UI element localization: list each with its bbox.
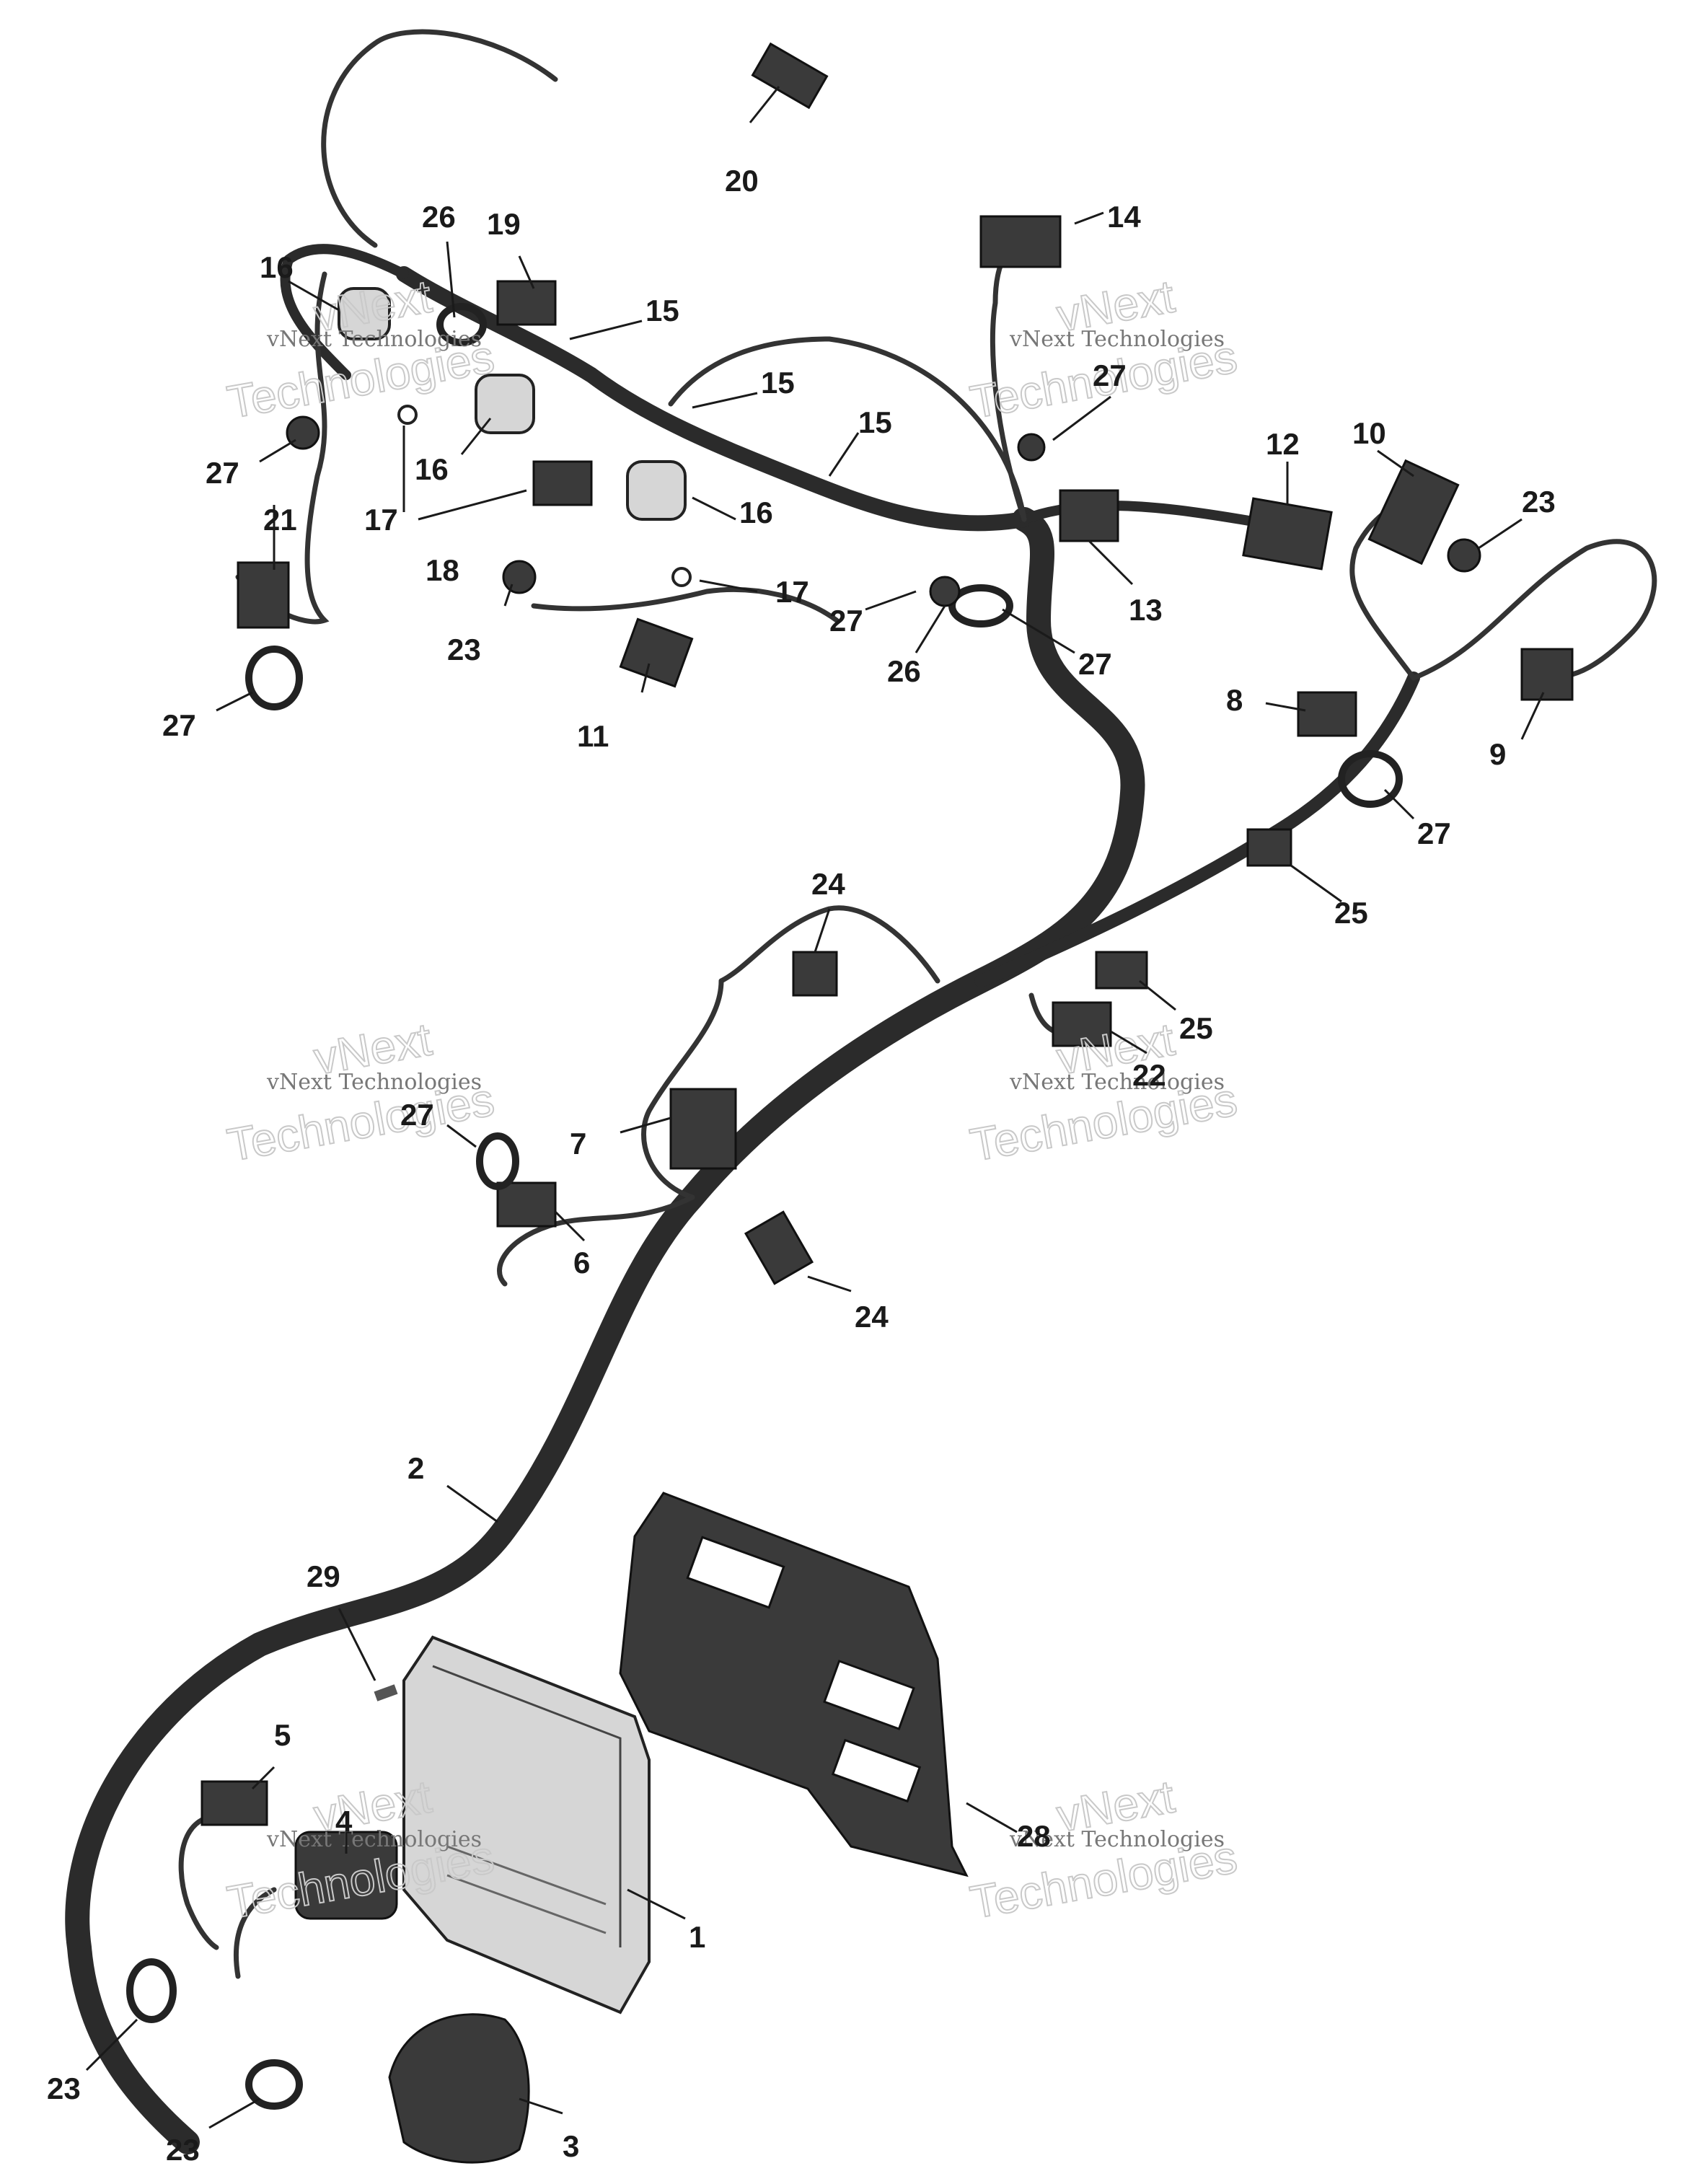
callout-13: 13 bbox=[1129, 593, 1163, 627]
callout-27-left: 27 bbox=[206, 456, 239, 490]
ecu-connector bbox=[388, 2013, 530, 2164]
callout-11: 11 bbox=[577, 719, 609, 753]
watermark-mid-left: vNext vNext Technologies Technologies bbox=[223, 1012, 498, 1171]
callout-16-right: 16 bbox=[739, 496, 773, 529]
callout-25-bottom: 25 bbox=[1179, 1011, 1213, 1045]
callout-1: 1 bbox=[689, 1920, 705, 1954]
callout-16-mid: 16 bbox=[415, 452, 449, 486]
callout-14: 14 bbox=[1107, 200, 1141, 234]
callout-26-mid: 26 bbox=[887, 654, 921, 688]
callout-25-top: 25 bbox=[1334, 896, 1368, 930]
callout-17-right: 17 bbox=[775, 575, 809, 609]
callout-8: 8 bbox=[1226, 683, 1243, 717]
callout-27-mid-left: 27 bbox=[400, 1098, 434, 1132]
callout-23-top-right: 23 bbox=[1522, 485, 1556, 519]
callout-15-c: 15 bbox=[858, 405, 892, 439]
callout-27-mid: 27 bbox=[829, 604, 863, 638]
callout-28: 28 bbox=[1017, 1819, 1051, 1853]
callout-10: 10 bbox=[1352, 416, 1386, 450]
callout-23-bottom-left: 23 bbox=[47, 2071, 81, 2105]
callout-9: 9 bbox=[1489, 737, 1506, 771]
callout-12: 12 bbox=[1266, 427, 1300, 461]
watermark-line2: vNext Technologies bbox=[266, 327, 482, 352]
callout-19: 19 bbox=[487, 207, 521, 241]
callout-29: 29 bbox=[307, 1559, 340, 1593]
callout-17-left: 17 bbox=[364, 503, 398, 537]
watermark-line2: vNext Technologies bbox=[1009, 1070, 1225, 1095]
callout-5: 5 bbox=[274, 1718, 291, 1752]
callout-16-top: 16 bbox=[260, 250, 294, 284]
callout-23-bottom: 23 bbox=[166, 2133, 200, 2167]
branch-wires bbox=[178, 29, 1657, 1979]
callout-4: 4 bbox=[335, 1805, 353, 1839]
callout-21: 21 bbox=[263, 503, 297, 537]
callout-15-a: 15 bbox=[645, 294, 679, 327]
watermark-line2: vNext Technologies bbox=[1009, 1827, 1225, 1852]
callout-23-left: 23 bbox=[447, 633, 481, 666]
callout-7: 7 bbox=[570, 1127, 586, 1161]
watermark-bottom-right: vNext vNext Technologies Technologies bbox=[966, 1769, 1241, 1929]
callout-6: 6 bbox=[573, 1246, 590, 1280]
watermark-line2: vNext Technologies bbox=[266, 1827, 482, 1852]
callout-18: 18 bbox=[426, 553, 459, 587]
callout-2: 2 bbox=[407, 1451, 424, 1485]
watermark-line2: vNext Technologies bbox=[1009, 327, 1225, 352]
callout-22: 22 bbox=[1132, 1058, 1166, 1092]
ecu-module bbox=[402, 1635, 651, 2015]
callout-3: 3 bbox=[563, 2129, 579, 2163]
connectors bbox=[201, 42, 1574, 1920]
callout-27-far-left: 27 bbox=[162, 708, 196, 742]
callout-27-right: 27 bbox=[1417, 816, 1451, 850]
callout-24-bottom: 24 bbox=[855, 1300, 889, 1334]
callout-27-mid-right: 27 bbox=[1078, 647, 1112, 681]
callout-26-top: 26 bbox=[422, 200, 456, 234]
watermark-top-left: vNext vNext Technologies Technologies bbox=[223, 269, 498, 428]
watermark-line2: vNext Technologies bbox=[266, 1070, 482, 1095]
callout-27-top-right: 27 bbox=[1093, 358, 1127, 392]
clips bbox=[126, 303, 1481, 2110]
callout-20: 20 bbox=[725, 164, 759, 198]
callout-24-top: 24 bbox=[811, 867, 845, 901]
callout-15-b: 15 bbox=[761, 366, 795, 400]
watermark-top-right: vNext vNext Technologies Technologies bbox=[966, 269, 1241, 428]
callouts: 20 14 19 26 16 15 15 15 27 12 10 23 27 1… bbox=[47, 86, 1556, 2167]
ecu-bracket bbox=[619, 1492, 969, 1877]
